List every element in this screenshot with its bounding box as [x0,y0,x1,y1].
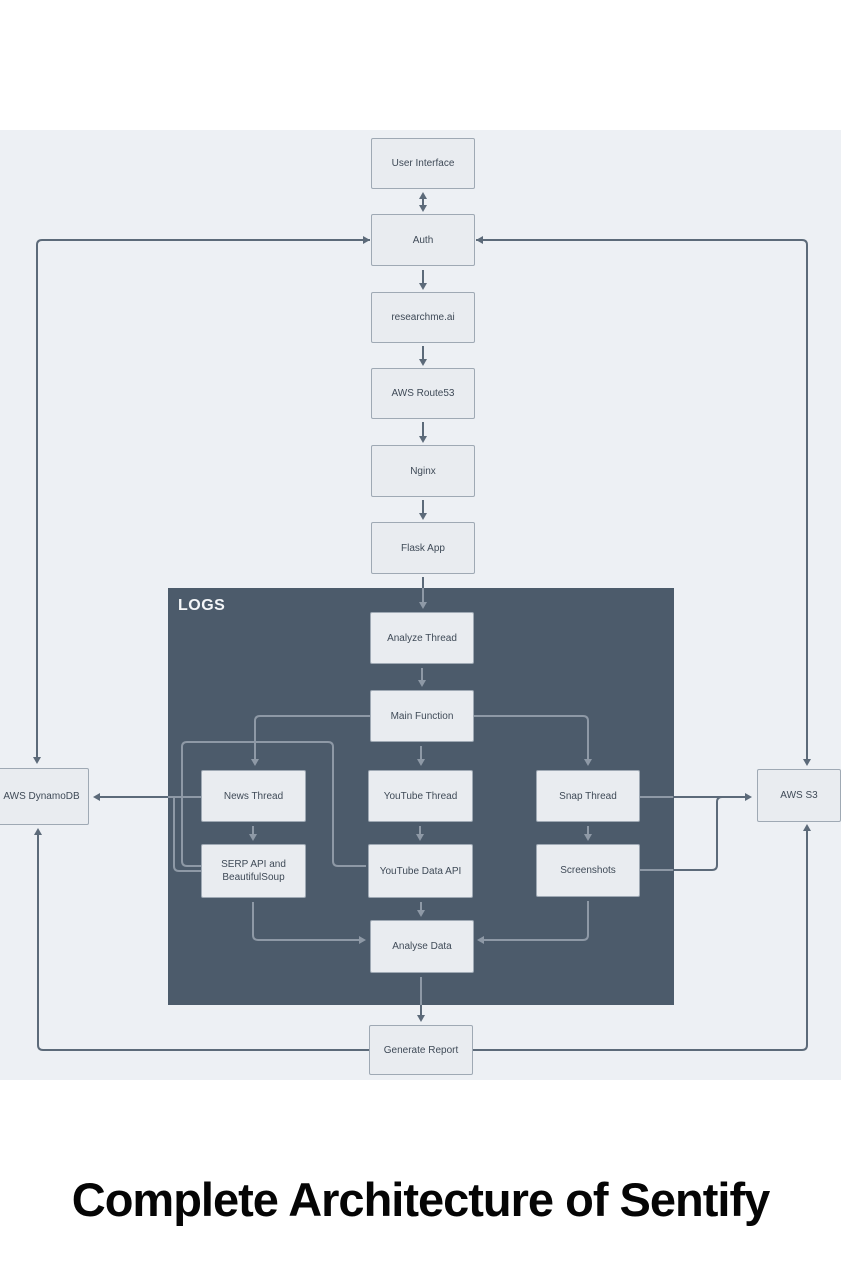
arrowhead-down-route53 [419,359,427,366]
logs-group-label: LOGS [178,597,226,614]
arrowhead-down-into-snap [584,759,592,766]
inner-arrowheads [249,602,592,944]
arrowhead-right-into-analyse [359,936,366,944]
node-s3: AWS S3 [757,769,841,822]
arrowhead-right-into-auth [363,236,370,244]
arrowhead-left-into-dynamodb [93,793,100,801]
arrowhead-down-into-analyze [419,602,427,609]
edge-main-snap [474,715,589,761]
node-auth-label: Auth [412,234,434,246]
node-dynamodb-label: AWS DynamoDB [3,791,80,802]
arrowhead-down-into-dynamodb [33,757,41,764]
node-dynamodb: AWS DynamoDB [0,768,89,825]
arrowhead-up-into-s3 [803,824,811,831]
edge-main-news [254,715,370,761]
arrowhead-down-nginx [419,436,427,443]
node-researchme-label: researchme.ai [391,312,455,323]
node-auth: Auth [371,214,475,266]
arrowhead-down-into-dataapi [416,834,424,841]
arrowhead-right-into-s3 [745,793,752,801]
outer-connectors [36,196,808,1051]
node-main-function: Main Function [370,690,474,742]
node-snap-thread-label: Snap Thread [559,790,617,802]
node-serp-api-label-line2: BeautifulSoup [222,872,285,883]
node-serp-api-label-line1: SERP API and [221,859,286,870]
edge-screenshots-s3-merge [673,796,723,871]
arrowhead-down-into-screenshots [584,834,592,841]
edge-auth-dynamodb [36,239,370,760]
node-generate-report: Generate Report [369,1025,473,1075]
node-news-thread: News Thread [201,770,306,822]
node-route53-label: AWS Route53 [391,388,455,399]
arrowhead-down-ui-auth [419,205,427,212]
arrowhead-down-into-analyse [417,910,425,917]
node-s3-label: AWS S3 [780,790,818,801]
node-analyse-data-label: Analyse Data [392,941,452,952]
node-nginx: Nginx [371,445,475,497]
node-user-interface: User Interface [371,138,475,189]
arrowhead-down-into-report [417,1015,425,1022]
node-flask: Flask App [371,522,475,574]
node-analyze-thread-label: Analyze Thread [387,632,457,644]
arrowhead-down-into-main [418,680,426,687]
node-researchme: researchme.ai [371,292,475,343]
node-generate-report-label: Generate Report [383,1044,459,1056]
edge-serp-dynamodb-merge [173,797,201,872]
arrowhead-down-researchme [419,283,427,290]
arrowhead-up-into-dynamodb [34,828,42,835]
arrowhead-down-into-serp [249,834,257,841]
edge-serp-dataapi-bridge [181,741,366,867]
node-screenshots: Screenshots [536,844,640,897]
node-route53: AWS Route53 [371,368,475,419]
arrowhead-up-auth-ui [419,192,427,199]
arrowhead-down-flask [419,513,427,520]
node-main-function-label: Main Function [390,710,454,722]
arrowhead-left-into-auth [476,236,483,244]
node-screenshots-label: Screenshots [560,865,616,876]
node-user-interface-label: User Interface [391,158,455,169]
node-nginx-label: Nginx [410,465,436,477]
edge-screenshots-analyse [481,901,589,941]
arrowhead-down-into-news [251,759,259,766]
edge-report-dynamodb [37,832,369,1051]
arrowhead-left-into-analyse [477,936,484,944]
arrowhead-down-into-youtube [417,759,425,766]
node-youtube-thread: YouTube Thread [368,770,473,822]
node-analyze-thread: Analyze Thread [370,612,474,664]
node-youtube-thread-label: YouTube Thread [383,790,458,802]
node-flask-label: Flask App [401,542,445,554]
arrowhead-down-into-s3 [803,759,811,766]
node-youtube-data-api: YouTube Data API [368,844,473,898]
edge-serp-analyse [252,902,362,941]
node-analyse-data: Analyse Data [370,920,474,973]
node-serp-api: SERP API and BeautifulSoup [201,844,306,898]
node-youtube-data-api-label: YouTube Data API [379,865,462,877]
outer-arrowheads [33,192,811,1022]
edge-report-s3 [473,828,808,1051]
node-snap-thread: Snap Thread [536,770,640,822]
page-title: Complete Architecture of Sentify [71,1173,771,1226]
node-news-thread-label: News Thread [223,790,284,802]
edge-auth-s3 [476,239,808,762]
